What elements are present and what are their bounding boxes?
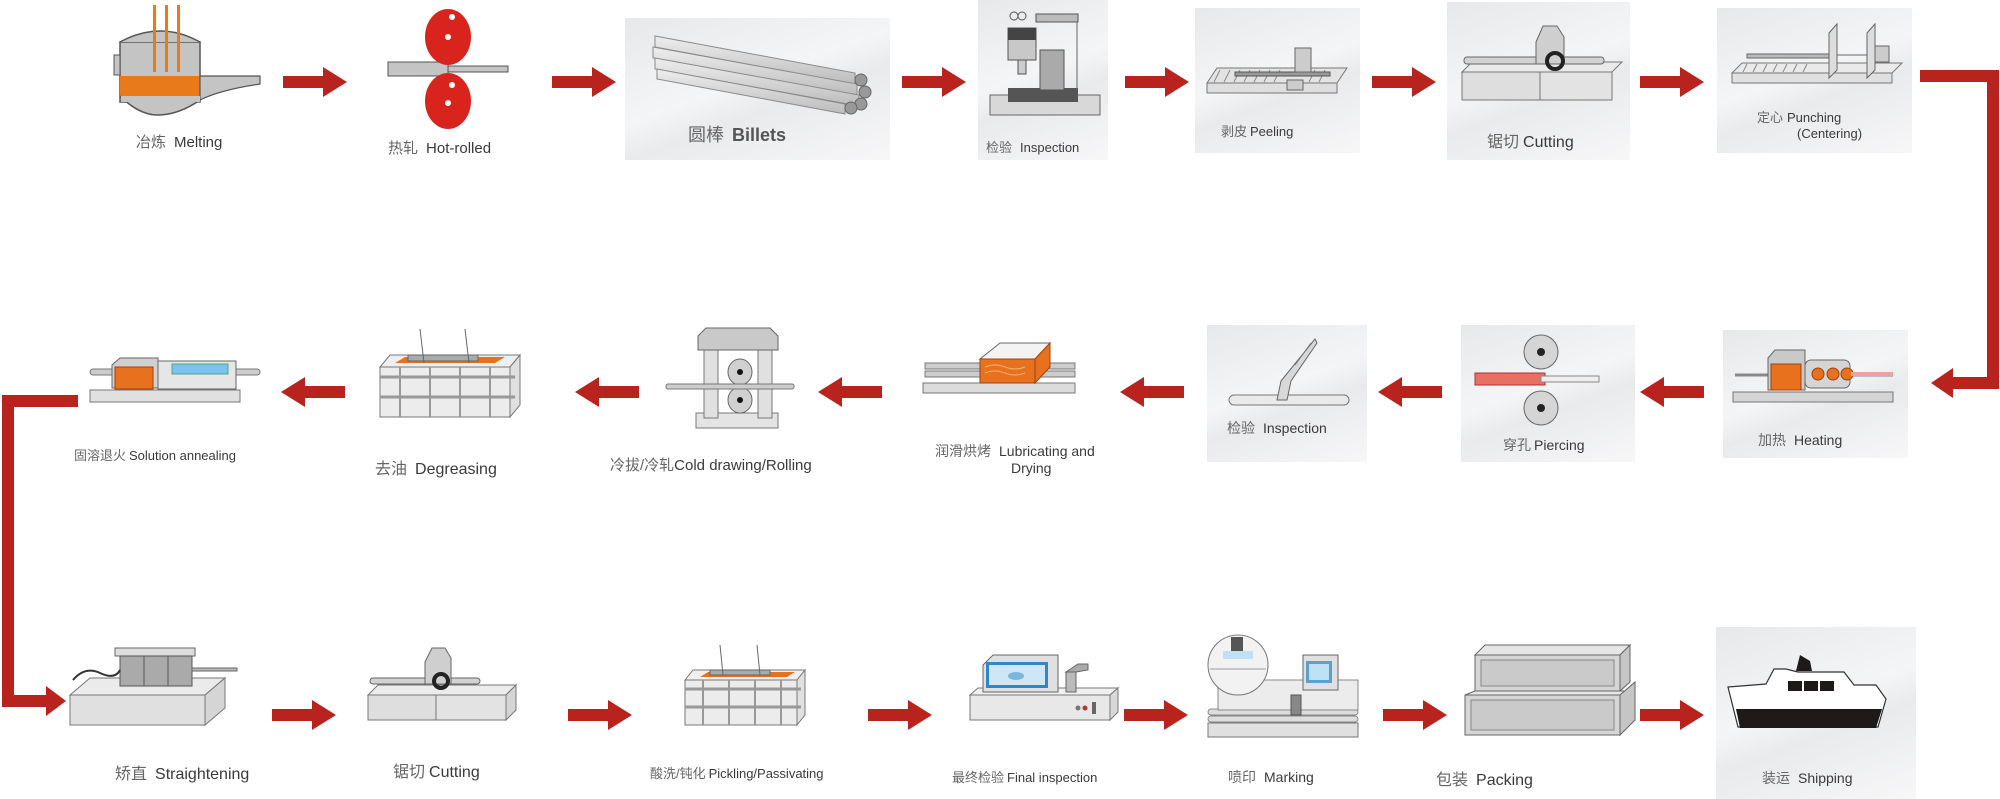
arrow-right	[902, 67, 966, 97]
rollers-icon	[387, 9, 509, 129]
inspection-machine-icon	[989, 11, 1101, 116]
arrow-right	[1125, 67, 1189, 97]
arrow-right	[1124, 700, 1188, 730]
arrow-right	[1640, 67, 1704, 97]
arrow-right	[283, 67, 347, 97]
arrow-left	[575, 377, 639, 407]
tank-icon	[378, 328, 522, 419]
billets-icon	[652, 35, 872, 115]
drying-oven-icon	[922, 341, 1076, 394]
probe-icon	[1228, 338, 1350, 406]
saw-icon	[1460, 25, 1624, 101]
connector-left	[2, 395, 78, 716]
heating-furnace-icon	[1732, 349, 1894, 403]
straightener-icon	[68, 647, 238, 727]
peeling-machine-icon	[1206, 47, 1348, 94]
cold-mill-icon	[665, 327, 795, 429]
arrow-left	[281, 377, 345, 407]
furnace-icon	[113, 5, 261, 116]
tester-icon	[968, 654, 1120, 722]
tank-icon	[683, 644, 807, 727]
connector-right	[1920, 70, 1999, 398]
arrow-right	[1640, 700, 1704, 730]
arrow-right	[1372, 67, 1436, 97]
marking-machine-icon	[1207, 634, 1359, 738]
arrow-right	[868, 700, 932, 730]
step-label: 冷拔/冷轧Cold drawing/Rolling	[610, 457, 812, 474]
arrow-left	[1378, 377, 1442, 407]
piercing-mill-icon	[1474, 334, 1600, 426]
arrow-left	[1640, 377, 1704, 407]
crates-icon	[1464, 643, 1636, 737]
arrow-right	[272, 700, 336, 730]
step-cold-drawing: 冷拔/冷轧Cold drawing/Rolling	[600, 318, 860, 478]
arrow-right	[568, 700, 632, 730]
ship-icon	[1727, 655, 1887, 728]
centering-machine-icon	[1730, 22, 1904, 84]
annealing-furnace-icon	[89, 357, 261, 403]
saw-icon	[366, 647, 518, 722]
arrow-right	[552, 67, 616, 97]
